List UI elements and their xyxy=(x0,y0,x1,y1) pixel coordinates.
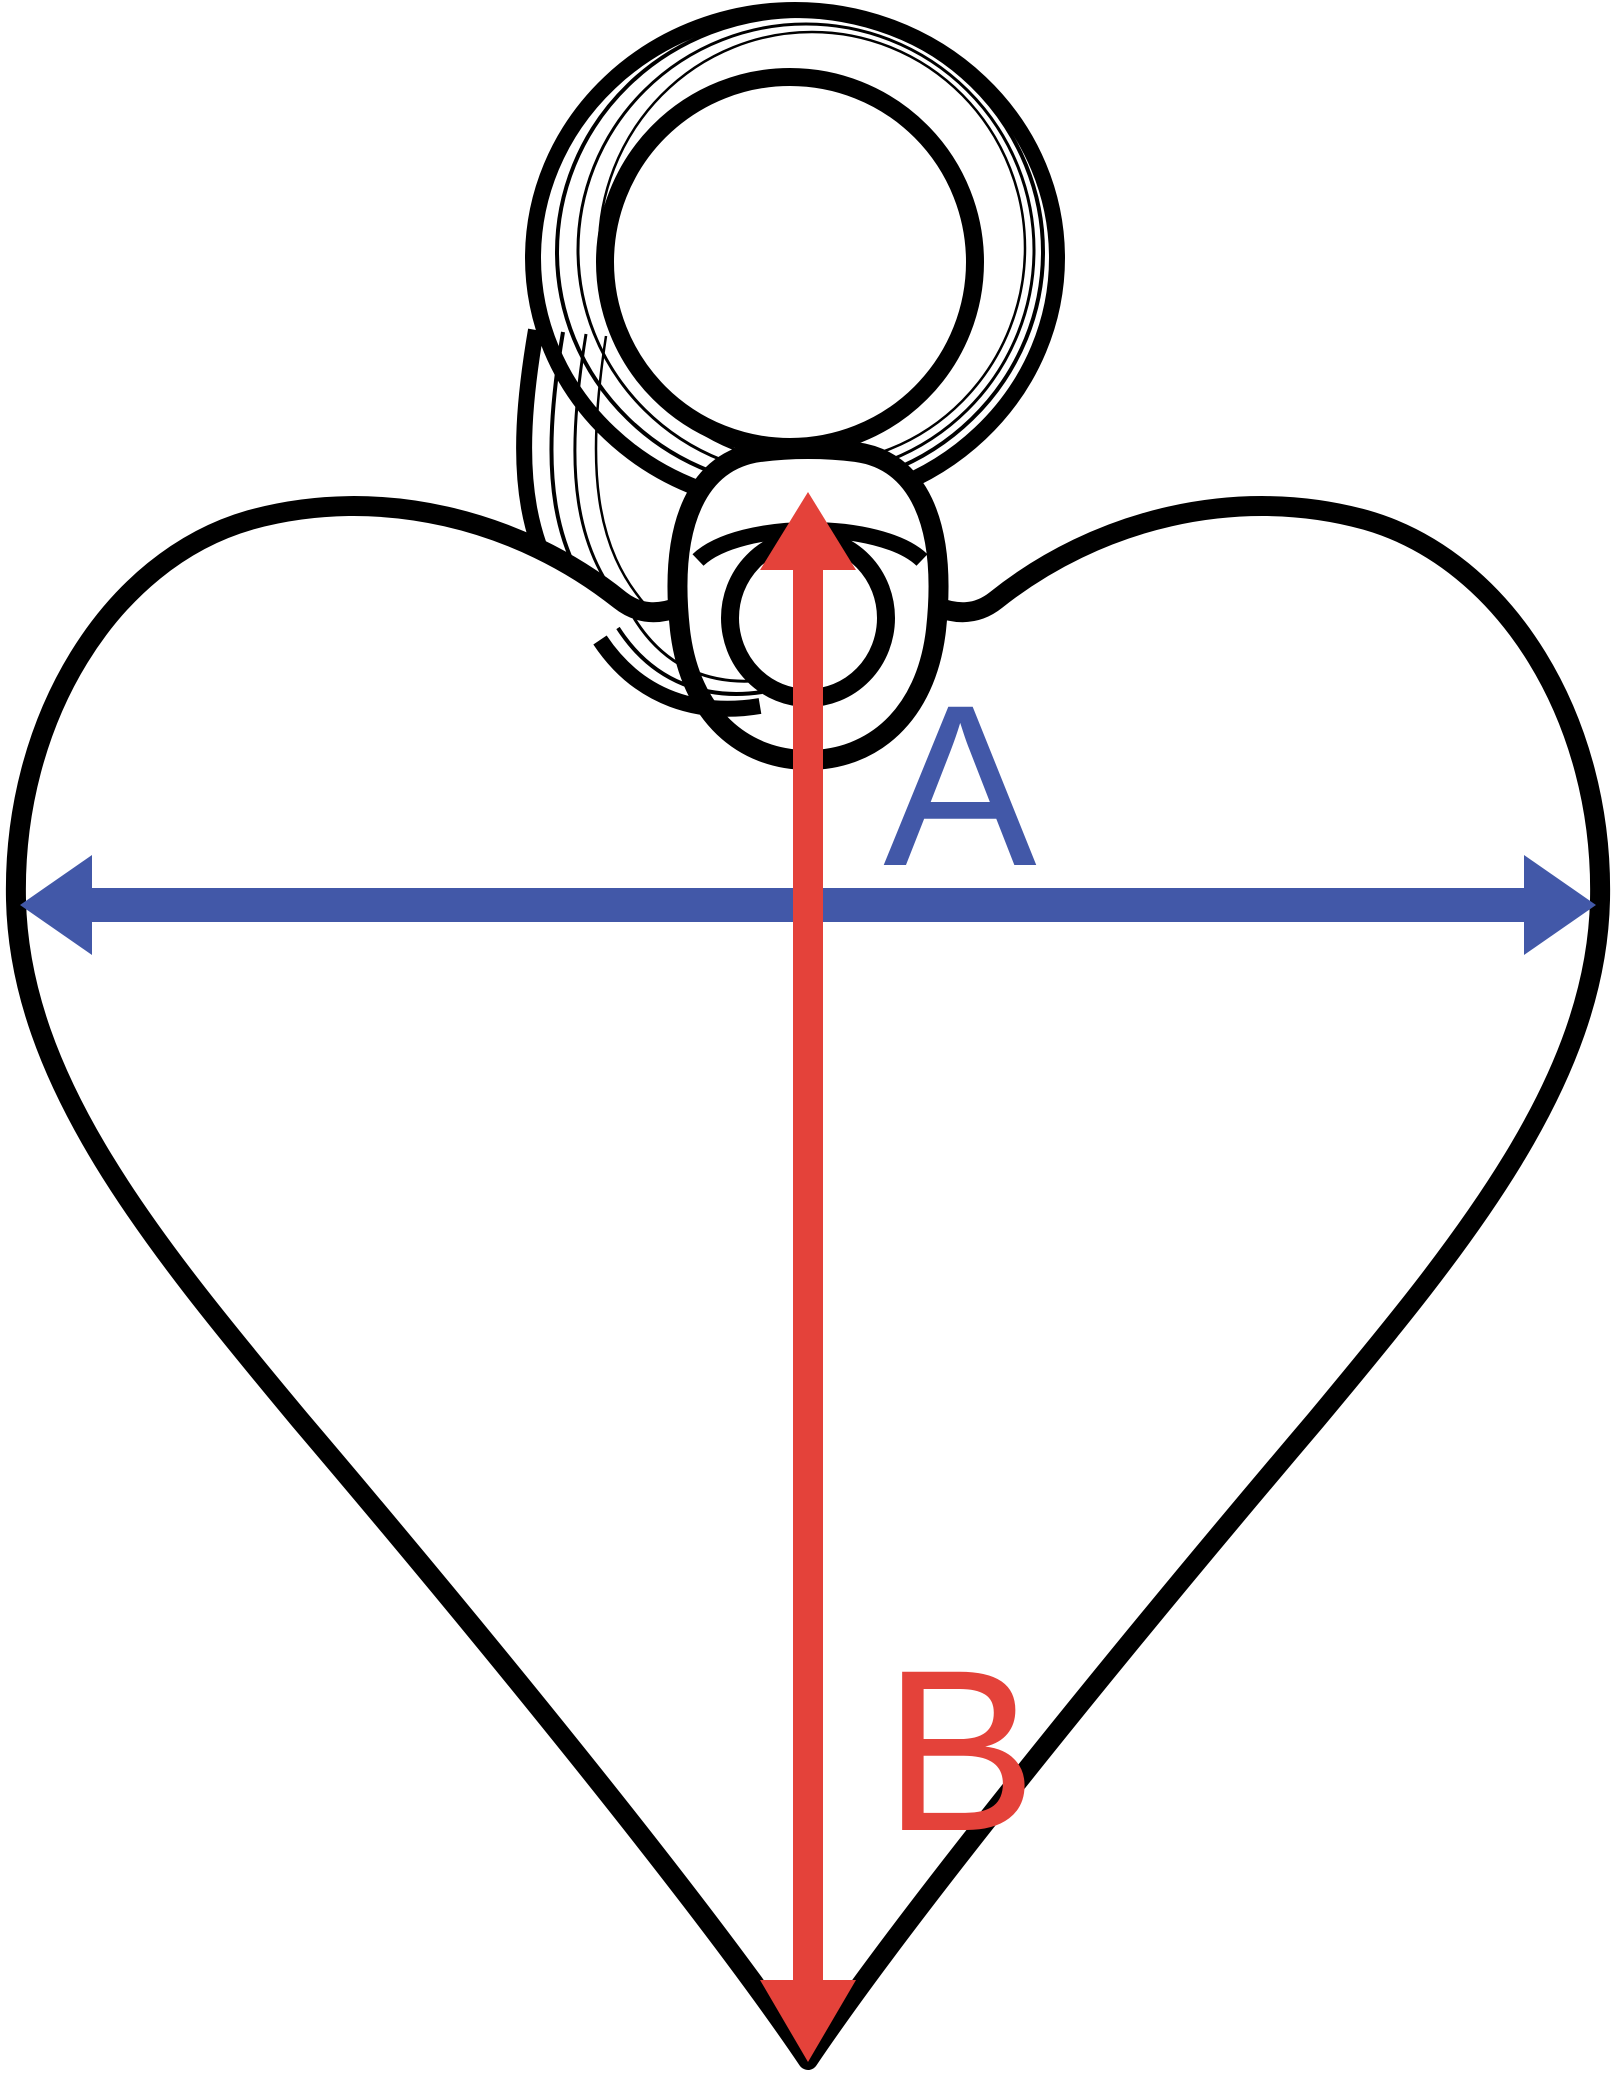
dimension-b-group: B xyxy=(760,492,1037,2062)
dimension-a-label: A xyxy=(883,657,1036,914)
dimension-b-label: B xyxy=(883,1622,1036,1879)
jump-ring-left-leg-highlight-3 xyxy=(594,335,649,609)
dimension-a-arrowhead-left xyxy=(20,855,92,955)
jump-ring-inner-edge xyxy=(596,68,984,456)
dimension-b-arrowhead-top xyxy=(760,492,856,570)
jump-ring-front-arc xyxy=(593,635,762,717)
jump-ring-front-highlight-2 xyxy=(632,617,765,683)
dimension-a-arrowhead-right xyxy=(1524,855,1596,955)
jump-ring-front-highlight-1 xyxy=(616,626,763,696)
dimension-b-arrowhead-bottom xyxy=(760,1980,856,2062)
jump-ring-front-pass xyxy=(593,617,765,717)
